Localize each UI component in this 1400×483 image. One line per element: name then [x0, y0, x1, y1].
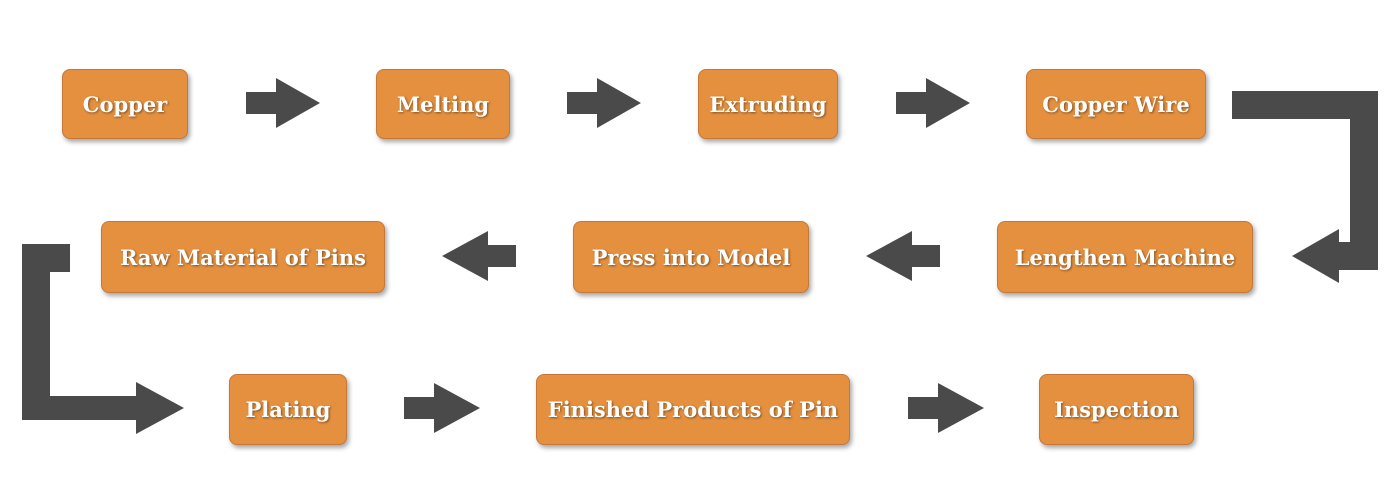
step-extruding: Extruding [698, 69, 838, 139]
step-copper-wire: Copper Wire [1026, 69, 1206, 139]
arrow-copper-to-melting [246, 78, 320, 128]
arrow-press-to-raw-material [442, 231, 516, 281]
step-raw-material-of-pins: Raw Material of Pins [101, 221, 385, 293]
arrow-extruding-to-copper-wire [896, 78, 970, 128]
step-plating: Plating [229, 374, 347, 445]
step-copper: Copper [62, 69, 188, 139]
step-lengthen-machine: Lengthen Machine [997, 221, 1253, 293]
arrow-plating-to-finished-products [404, 383, 480, 433]
step-finished-products-of-pin: Finished Products of Pin [536, 374, 850, 445]
arrow-melting-to-extruding [567, 78, 641, 128]
arrow-copper-wire-to-lengthen-machine [1232, 91, 1378, 283]
step-inspection: Inspection [1039, 374, 1194, 445]
arrow-lengthen-machine-to-press [866, 231, 940, 281]
step-press-into-model: Press into Model [573, 221, 809, 293]
step-melting: Melting [376, 69, 510, 139]
arrow-raw-material-to-plating [22, 244, 184, 434]
arrow-finished-products-to-inspection [908, 383, 984, 433]
